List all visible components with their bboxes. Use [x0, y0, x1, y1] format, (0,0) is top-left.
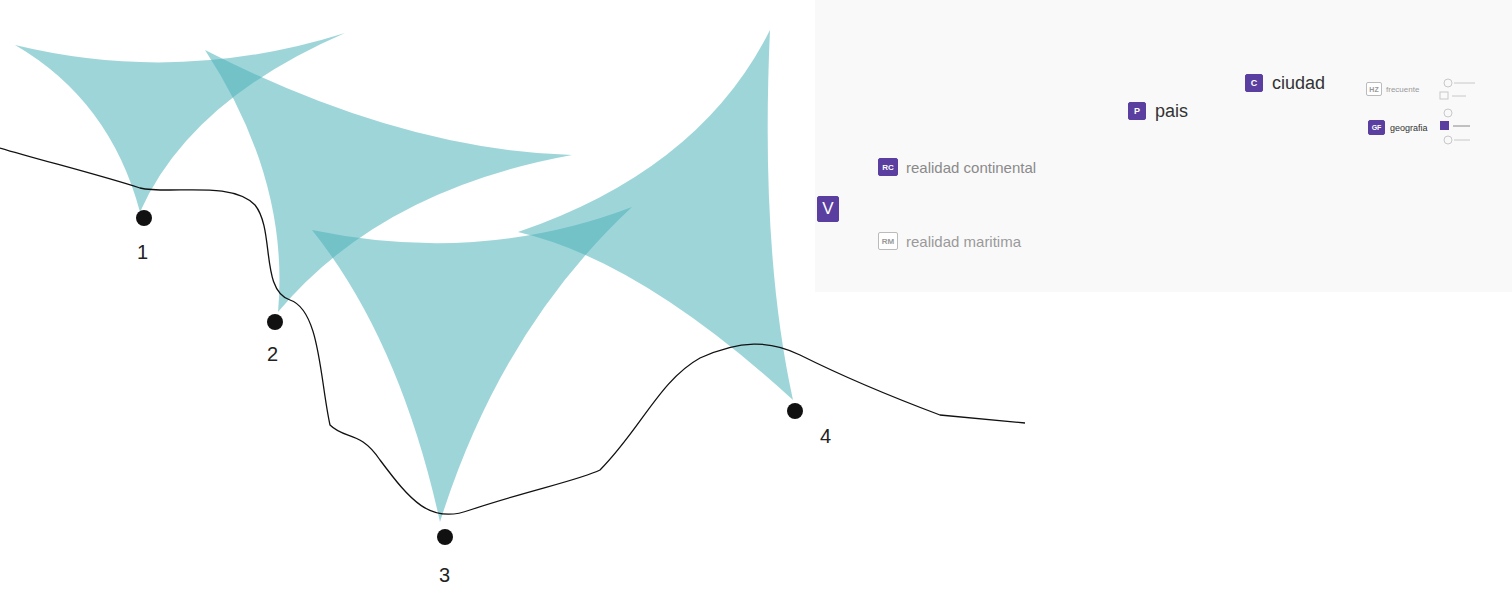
branch-badge: HZ [1366, 82, 1382, 96]
tree-node: RC realidad continental [878, 158, 1036, 176]
faint-icon [1440, 92, 1448, 99]
node-label: realidad maritima [906, 233, 1021, 250]
callout-number: 1 [137, 241, 148, 264]
branch-badge: RC [878, 158, 898, 176]
faint-icon [1444, 109, 1452, 117]
faint-mark [1454, 83, 1475, 84]
node-label: realidad continental [906, 159, 1036, 176]
tree-node: Cciudad [1245, 74, 1325, 92]
faint-icon [1444, 136, 1452, 144]
node-label: geografia [1390, 123, 1428, 133]
faint-branches [1440, 79, 1475, 144]
tree-node: RM realidad maritima [878, 232, 1021, 250]
panel-ground [815, 0, 1512, 292]
sail-shapes [15, 30, 793, 522]
anchor-dot [267, 314, 283, 330]
branch-badge: P [1128, 102, 1146, 120]
terrain-line [0, 148, 1025, 514]
node-label: ciudad [1272, 73, 1325, 94]
anchor-dots [136, 210, 803, 545]
faint-mark [1452, 96, 1466, 97]
faint-mark [1453, 126, 1470, 127]
anchor-dot [136, 210, 152, 226]
tree-node: GF geografia [1368, 120, 1428, 135]
root-badge: V [817, 196, 839, 222]
branch-badge: C [1245, 74, 1263, 92]
tree-node: HZ frecuente [1366, 82, 1419, 96]
node-label: frecuente [1386, 85, 1419, 94]
branch-badge: RM [878, 232, 898, 250]
faint-icon [1444, 79, 1452, 87]
anchor-dot [787, 403, 803, 419]
callout-number: 3 [439, 564, 450, 587]
callout-number: 2 [267, 343, 278, 366]
node-label: pais [1155, 101, 1188, 122]
faint-mark [1454, 140, 1470, 141]
faint-icon [1440, 121, 1449, 130]
tree-node: V [817, 196, 839, 222]
tree-node: Ppais [1128, 102, 1188, 120]
branch-badge: GF [1368, 120, 1385, 135]
callout-number: 4 [820, 425, 831, 448]
anchor-dot [437, 529, 453, 545]
